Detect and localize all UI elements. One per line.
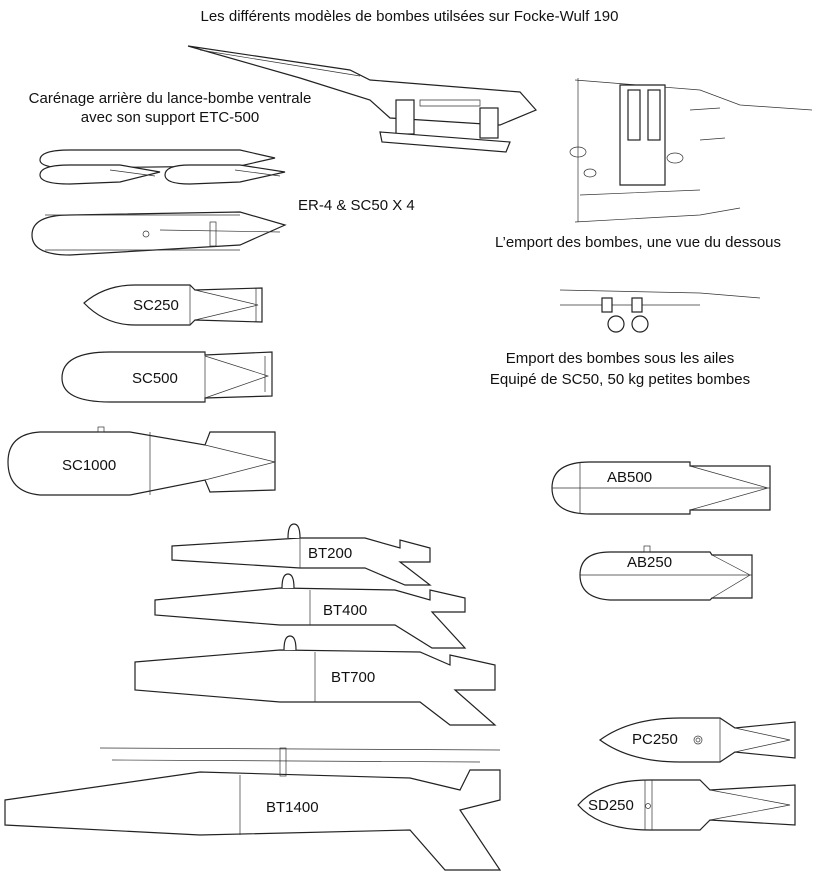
bt700-drawing	[134, 635, 497, 726]
caption-etc500-line2: avec son support ETC-500	[80, 109, 260, 126]
sc1000-drawing	[7, 426, 276, 496]
label-sc500: SC500	[132, 370, 178, 387]
er4-sc50-drawing	[31, 149, 287, 256]
label-sc250: SC250	[133, 297, 179, 314]
label-bt700: BT700	[331, 669, 376, 686]
caption-etc500-line1: Carénage arrière du lance-bombe ventrale	[28, 90, 312, 107]
sd250-drawing	[577, 779, 796, 831]
caption-wing-line1: Emport des bombes sous les ailes	[505, 350, 735, 367]
page-title: Les différents modèles de bombes utilsée…	[200, 8, 619, 25]
sc500-drawing	[61, 351, 273, 403]
caption-wing-line2: Equipé de SC50, 50 kg petites bombes	[489, 371, 751, 388]
label-bt200: BT200	[308, 545, 353, 562]
bt400-drawing	[154, 573, 467, 649]
ab250-drawing	[579, 545, 753, 601]
label-sd250: SD250	[588, 797, 634, 814]
label-bt1400: BT1400	[266, 799, 319, 816]
label-bt400: BT400	[323, 602, 368, 619]
bt200-drawing	[171, 523, 432, 586]
ab500-drawing	[551, 461, 771, 515]
bt1400-drawing	[4, 747, 502, 871]
pc250-drawing	[598, 717, 796, 763]
etc500-fairing-drawing	[187, 45, 538, 153]
label-ab500: AB500	[607, 469, 653, 486]
label-ab250: AB250	[627, 554, 673, 571]
wing-carriage-drawing	[559, 289, 761, 333]
underside-view-drawing	[569, 78, 813, 223]
caption-er4: ER-4 & SC50 X 4	[298, 197, 415, 214]
label-pc250: PC250	[632, 731, 678, 748]
sc250-drawing	[83, 284, 263, 326]
caption-underside: L’emport des bombes, une vue du dessous	[494, 234, 782, 251]
label-sc1000: SC1000	[62, 457, 117, 474]
